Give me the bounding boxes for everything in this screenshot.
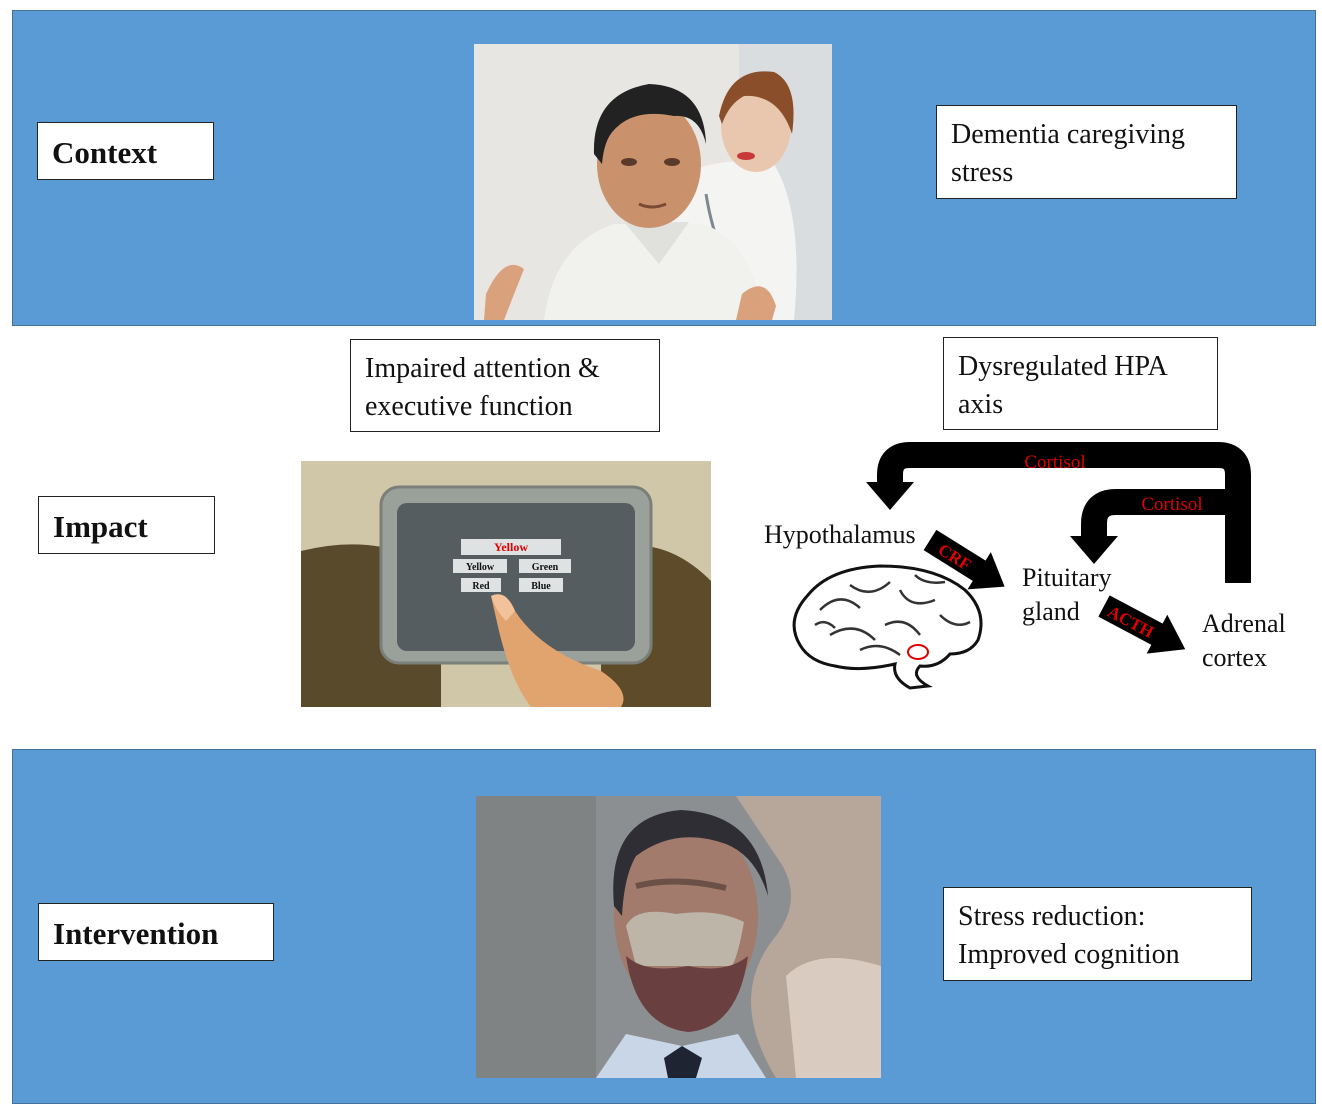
context-label: Context [37, 122, 214, 180]
cortisol-inner-label: Cortisol [1141, 494, 1202, 515]
cortisol-inner-arrow [1081, 489, 1117, 538]
acth-arrow: ACTH [1098, 595, 1186, 654]
pituitary-label-line1: Pituitary [1022, 563, 1112, 592]
intervention-box: Stress reduction: Improved cognition [943, 887, 1252, 981]
stroop-option-red: Red [472, 581, 490, 592]
intervention-label: Intervention [38, 903, 274, 961]
cortisol-outer-label: Cortisol [1024, 452, 1085, 473]
adrenal-label-line2: cortex [1202, 643, 1267, 672]
pituitary-label-line2: gland [1022, 597, 1080, 626]
caregiver-doctor-image [474, 44, 832, 320]
hpa-axis-diagram: Cortisol Cortisol Hypothalamus CRF Pitui… [764, 442, 1286, 690]
stroop-option-green: Green [532, 562, 559, 573]
impact-label: Impact [38, 496, 215, 554]
meditating-man-image [476, 796, 881, 1078]
cortisol-outer-arrowhead [866, 482, 914, 510]
cortisol-outer-arrow [877, 442, 1251, 583]
cortisol-inner-arrowhead [1070, 536, 1118, 564]
stroop-option-yellow: Yellow [466, 562, 495, 573]
adrenal-label-line1: Adrenal [1202, 609, 1286, 638]
hypothalamus-label: Hypothalamus [764, 520, 916, 549]
meditating-man-illustration [476, 796, 881, 1078]
stroop-option-blue: Blue [531, 581, 551, 592]
stroop-task-image: Yellow Yellow Green Red Blue [301, 461, 711, 707]
touchscreen-stroop-task-illustration: Yellow Yellow Green Red Blue [301, 461, 711, 707]
hpa-title-box: Dysregulated HPA axis [943, 337, 1218, 430]
caregiver-doctor-illustration [474, 44, 832, 320]
context-box: Dementia caregiving stress [936, 105, 1237, 199]
attention-box: Impaired attention & executive function [350, 339, 660, 432]
brain-outline-icon [792, 564, 983, 690]
stroop-prompt: Yellow [494, 540, 528, 554]
